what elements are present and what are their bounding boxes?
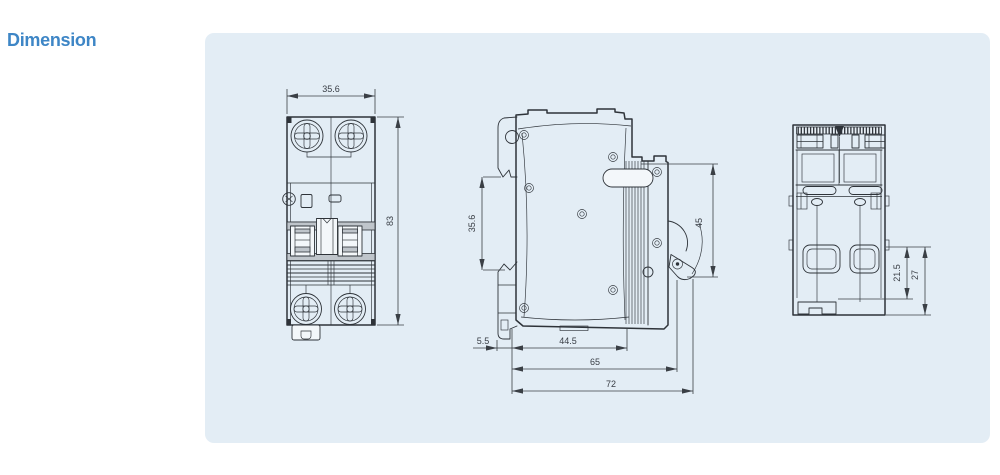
terminal-screw [290, 119, 324, 153]
trip-lever [668, 254, 696, 281]
side-view: 35.6 45 5.5 44.5 65 7 [467, 108, 718, 394]
toggle-handle-side [602, 168, 654, 188]
rib-lines [625, 160, 649, 326]
dim-back-outer: 27 [886, 247, 931, 316]
toggle-tie-bar [316, 218, 338, 255]
rib-lines [286, 261, 376, 286]
window-left [300, 194, 313, 208]
din-clip [291, 324, 321, 341]
svg-text:21.5: 21.5 [892, 264, 902, 282]
dim-side-swing: 45 [641, 163, 718, 278]
mount-tabs [795, 134, 886, 151]
svg-text:45: 45 [694, 218, 704, 228]
page-title: Dimension [7, 30, 97, 50]
svg-text:83: 83 [385, 216, 395, 226]
terminal-screw [334, 293, 366, 325]
svg-text:72: 72 [606, 379, 616, 389]
svg-text:35.6: 35.6 [467, 215, 477, 233]
svg-text:5.5: 5.5 [477, 336, 490, 346]
dimension-drawing: 35.6 83 [282, 84, 931, 394]
lever-housing-arc [667, 220, 688, 252]
breaker-symbol-icon [282, 192, 296, 206]
dim-side-recess: 35.6 [467, 176, 505, 271]
toggle-handle-right [337, 225, 363, 257]
dim-side-bottom: 5.5 44.5 65 72 [473, 279, 694, 394]
back-view: 21.5 27 [788, 124, 931, 316]
busbar-openings [802, 244, 880, 274]
toggle-handle-left [290, 225, 315, 257]
svg-text:27: 27 [910, 270, 920, 280]
bottom-tab [797, 301, 837, 315]
rivet-circles [505, 130, 662, 313]
terminal-screw [334, 119, 368, 153]
terminal-screw [290, 293, 322, 325]
window-right [328, 194, 342, 203]
svg-text:44.5: 44.5 [559, 336, 577, 346]
dim-front-height: 83 [377, 116, 404, 326]
dim-front-width: 35.6 [286, 84, 376, 114]
dimension-panel: 35.6 83 [205, 33, 990, 443]
svg-text:35.6: 35.6 [322, 84, 340, 94]
center-marker-arrow [835, 126, 844, 183]
swing-arc [691, 222, 703, 275]
front-view: 35.6 83 [282, 84, 404, 341]
svg-text:65: 65 [590, 357, 600, 367]
